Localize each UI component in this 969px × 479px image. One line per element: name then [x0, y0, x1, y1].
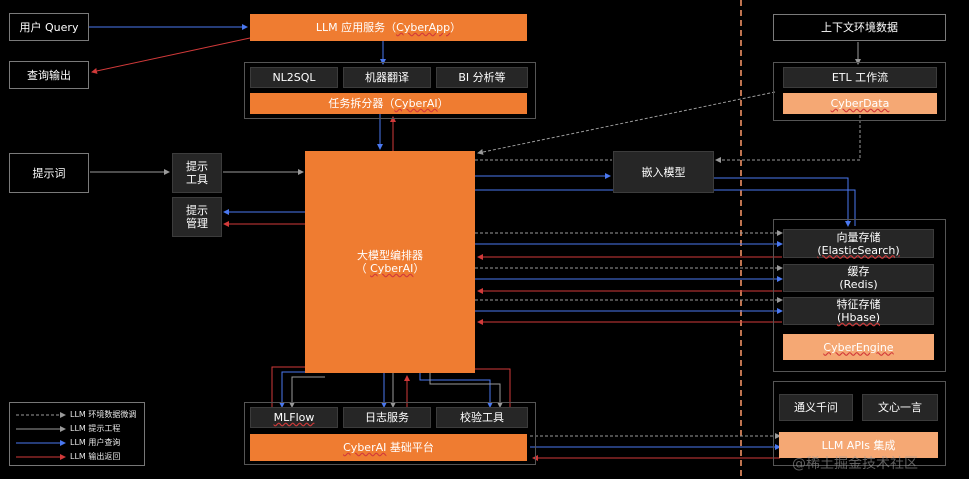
red-arrow-icon	[16, 454, 66, 460]
storage-group	[773, 219, 946, 372]
vector-storage-sub: (ElasticSearch)	[817, 243, 900, 257]
llm-apis-integration-label: LLM APIs 集成	[821, 438, 896, 452]
platform-group	[244, 402, 536, 465]
user-query-box: 用户 Query	[9, 13, 89, 41]
user-query-label: 用户 Query	[19, 20, 79, 34]
bi-label: BI 分析等	[458, 71, 506, 84]
embedding-model-box: 嵌入模型	[613, 151, 714, 193]
verify-tool-box: 校验工具	[436, 407, 528, 428]
mlflow-label: MLFlow	[273, 411, 315, 424]
llm-app-text: LLM 应用服务（	[315, 21, 397, 34]
task-nl2sql: NL2SQL	[250, 67, 338, 88]
cyberapp-label: CyberApp	[396, 21, 451, 34]
llm-app-close: ）	[450, 21, 462, 34]
task-translate: 机器翻译	[343, 67, 431, 88]
cyberai-base-platform-box: CyberAI 基础平台	[250, 434, 527, 461]
etl-workflow-box: ETL 工作流	[783, 67, 937, 88]
splitter-close: ）	[437, 97, 449, 110]
llm-app-service-box: LLM 应用服务（CyberApp）	[250, 14, 527, 41]
cyberdata-box: CyberData	[783, 93, 937, 114]
prompt-mgmt-line1: 提示	[186, 204, 208, 217]
prompt-mgmt-line2: 管理	[186, 217, 208, 230]
cyberdata-label: CyberData	[830, 97, 890, 110]
orchestrator-subtitle: （ CyberAI）	[356, 262, 425, 275]
base-platform-name: CyberAI	[343, 441, 387, 454]
wenxin-label: 文心一言	[878, 401, 922, 414]
context-data-label: 上下文环境数据	[821, 21, 898, 34]
blue-arrow-icon	[16, 440, 66, 446]
cyberengine-label: CyberEngine	[823, 340, 894, 354]
mlflow-box: MLFlow	[250, 407, 338, 428]
base-platform-text: 基础平台	[386, 441, 434, 454]
query-output-label: 查询输出	[27, 68, 71, 82]
qianwen-box: 通义千问	[779, 394, 853, 421]
cyberengine-box: CyberEngine	[783, 334, 934, 360]
vector-storage-box: 向量存储 (ElasticSearch)	[783, 229, 934, 258]
orch-open: （	[355, 262, 371, 275]
prompt-tools-box: 提示 工具	[172, 153, 222, 193]
translate-label: 机器翻译	[365, 71, 409, 84]
task-group	[244, 62, 536, 119]
etl-group	[773, 62, 946, 121]
splitter-text: 任务拆分器（	[328, 97, 395, 110]
nl2sql-label: NL2SQL	[272, 71, 316, 84]
task-splitter-label: 任务拆分器（CyberAI）	[328, 97, 448, 110]
context-data-box: 上下文环境数据	[773, 14, 946, 41]
cache-sub: (Redis)	[839, 278, 878, 291]
prompt-mgmt-box: 提示 管理	[172, 197, 222, 237]
orch-close: ）	[413, 262, 425, 275]
task-splitter-box: 任务拆分器（CyberAI）	[250, 93, 527, 114]
wenxin-box: 文心一言	[862, 394, 938, 421]
apis-group	[773, 381, 946, 466]
dashed-gray-arrow-icon	[16, 412, 66, 418]
legend: LLM 环境数据微调 LLM 提示工程 LLM 用户查询 LLM 输出返回	[9, 402, 145, 466]
log-service-label: 日志服务	[365, 411, 409, 424]
gray-arrow-icon	[16, 426, 66, 432]
orchestrator-title: 大模型编排器	[357, 249, 423, 262]
feature-storage-sub: (Hbase)	[836, 311, 881, 324]
legend-label-finetune: LLM 环境数据微调	[70, 410, 137, 419]
legend-label-output: LLM 输出返回	[70, 452, 121, 461]
orch-name: CyberAI	[370, 262, 414, 275]
qianwen-label: 通义千问	[794, 401, 838, 414]
verify-tool-label: 校验工具	[460, 411, 504, 424]
prompt-word-box: 提示词	[9, 153, 89, 193]
base-platform-label: CyberAI 基础平台	[343, 441, 434, 454]
embedding-model-label: 嵌入模型	[641, 165, 686, 179]
llm-app-service-label: LLM 应用服务（CyberApp）	[316, 21, 461, 34]
legend-label-prompt: LLM 提示工程	[70, 424, 121, 433]
vector-storage-title: 向量存储	[836, 230, 881, 244]
etl-label: ETL 工作流	[831, 71, 889, 84]
llm-orchestrator-box: 大模型编排器 （ CyberAI）	[305, 151, 475, 373]
cache-box: 缓存 (Redis)	[783, 264, 934, 292]
log-service-box: 日志服务	[343, 407, 431, 428]
splitter-name: CyberAI	[394, 97, 438, 110]
legend-label-query: LLM 用户查询	[70, 438, 121, 447]
feature-storage-box: 特征存储 (Hbase)	[783, 297, 934, 325]
prompt-tools-line1: 提示	[186, 160, 208, 173]
prompt-word-label: 提示词	[32, 166, 66, 180]
cache-title: 缓存	[847, 265, 870, 278]
task-bi: BI 分析等	[436, 67, 528, 88]
feature-storage-title: 特征存储	[836, 298, 881, 311]
query-output-box: 查询输出	[9, 61, 89, 89]
llm-apis-integration-box: LLM APIs 集成	[779, 432, 938, 458]
prompt-tools-line2: 工具	[186, 173, 208, 186]
watermark: @稀土掘金技术社区	[792, 456, 918, 472]
